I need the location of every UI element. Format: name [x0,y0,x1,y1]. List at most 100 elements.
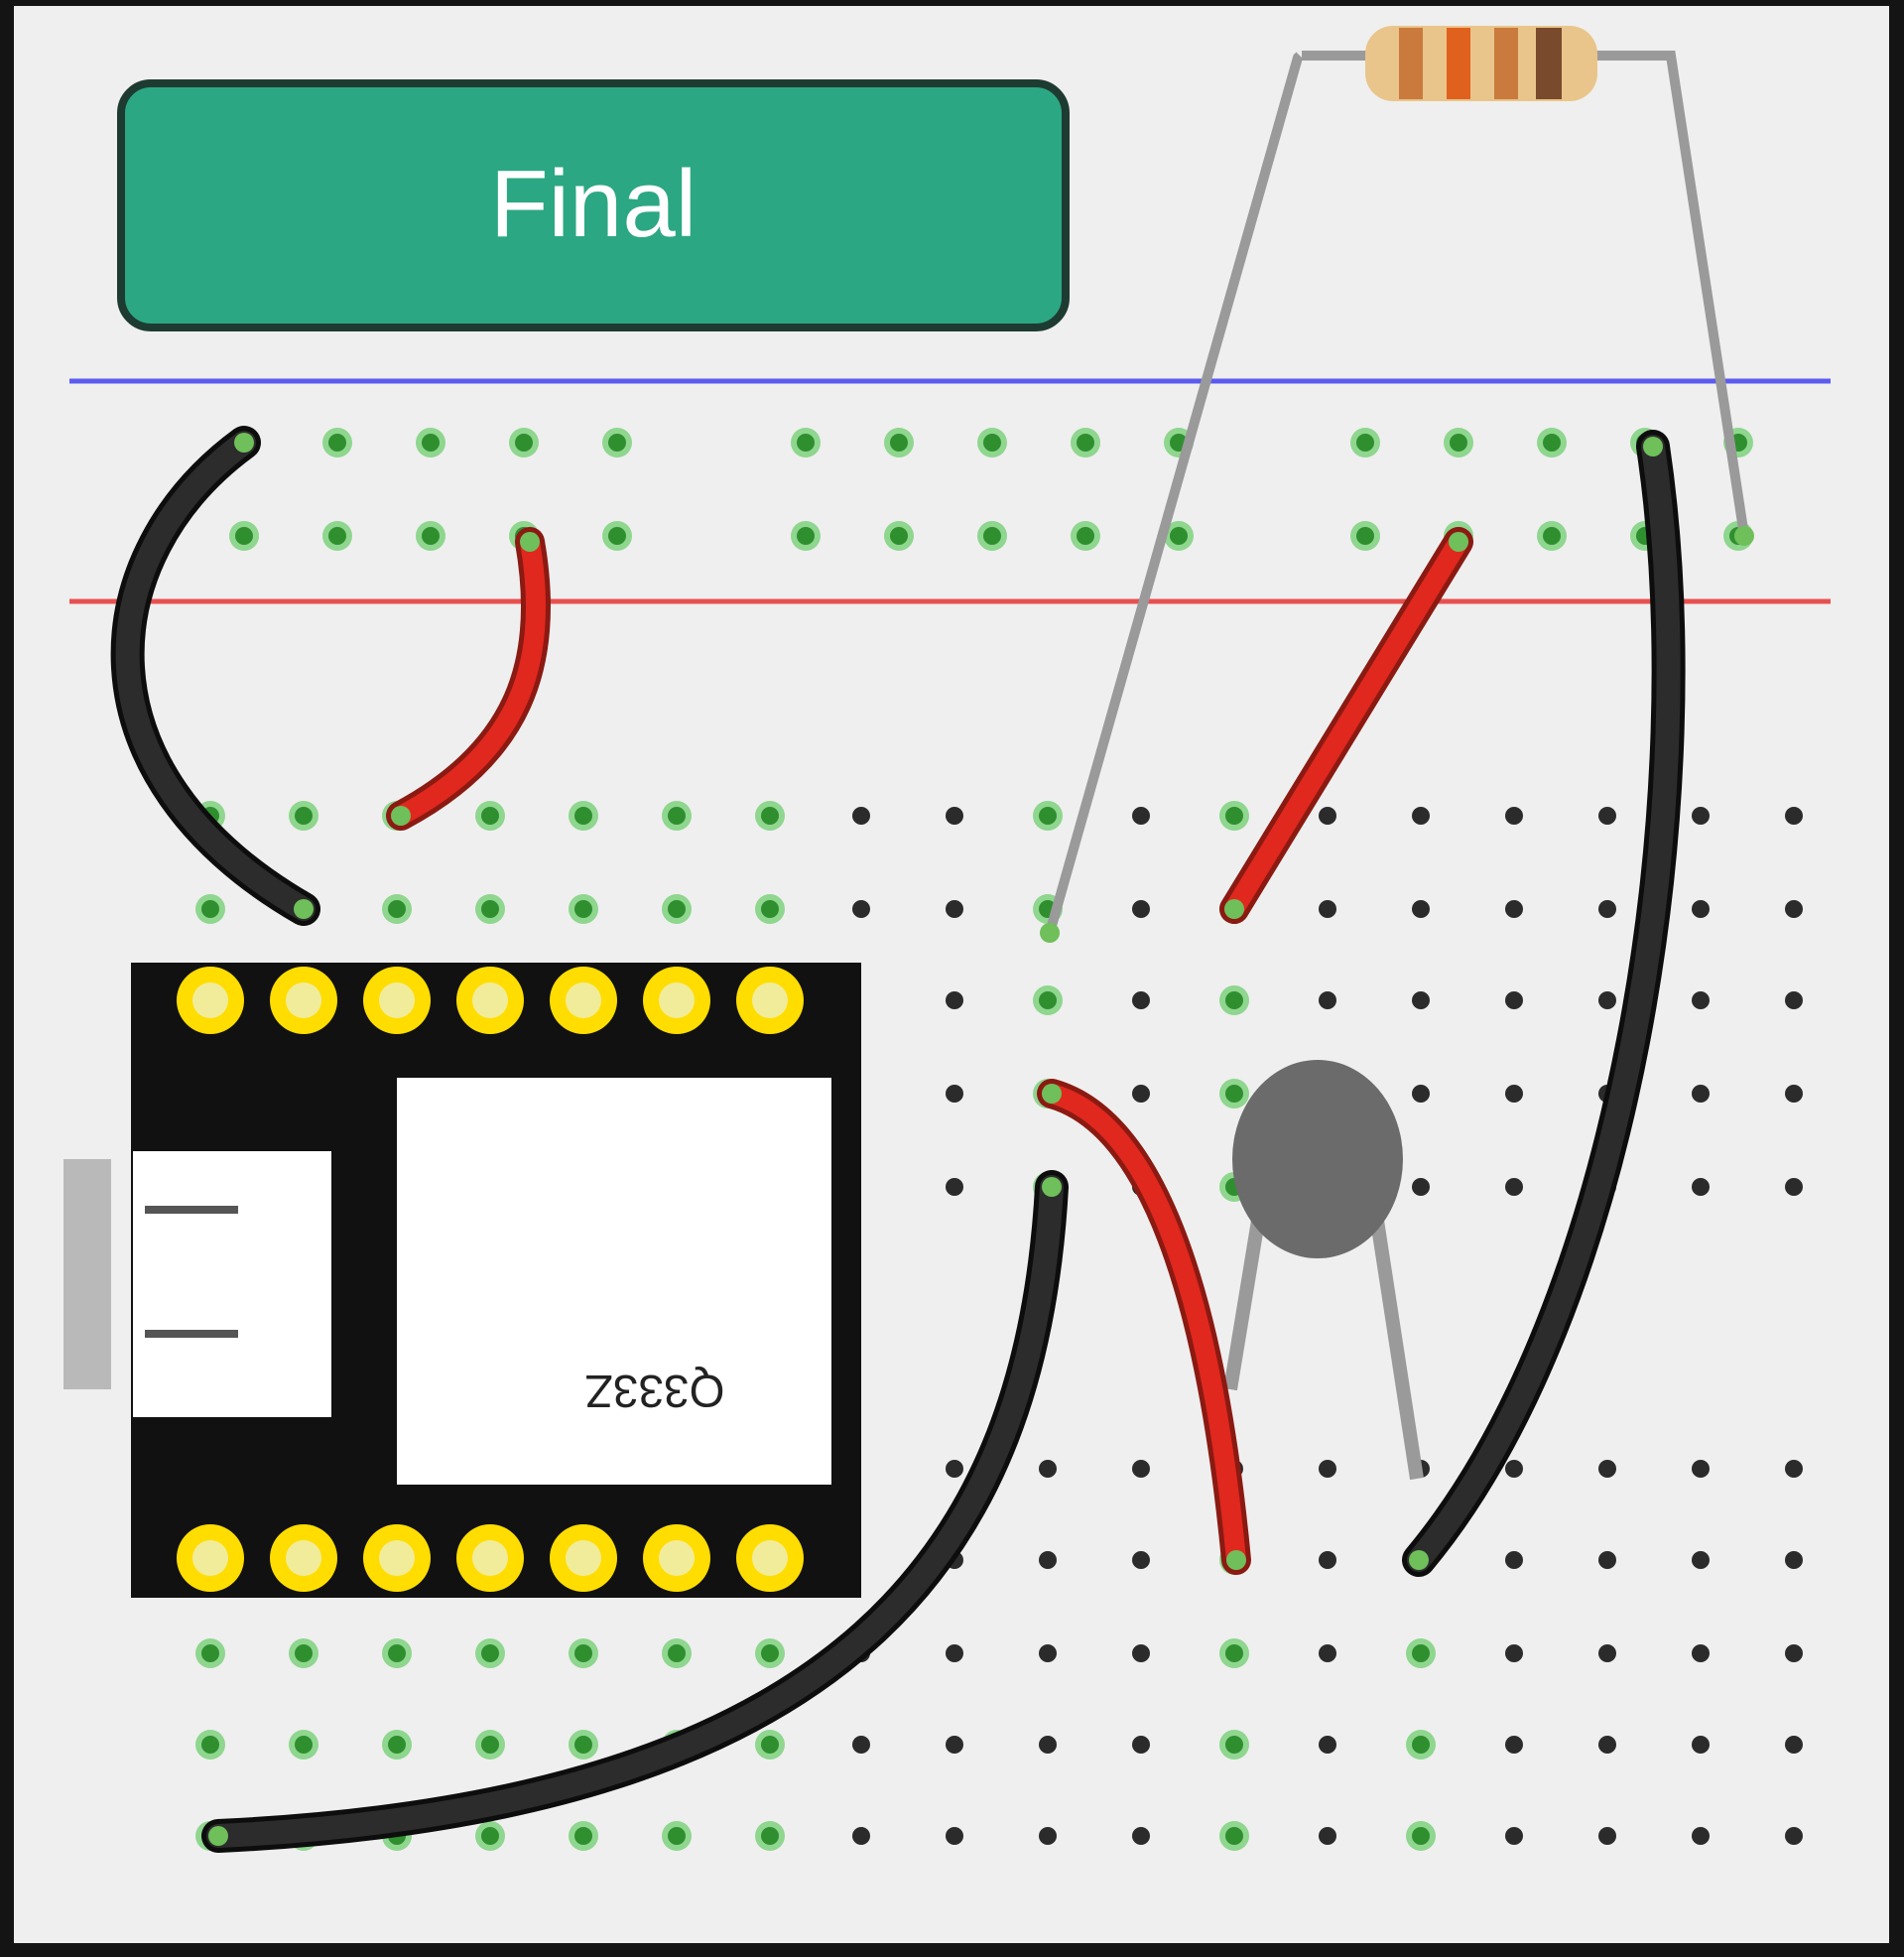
black-wire-bottom[interactable] [201,1170,1069,1853]
connected-hole [515,434,533,452]
connected-hole [1225,1644,1243,1662]
hole [1598,991,1616,1009]
connected-hole [668,900,686,918]
hole [1692,1085,1710,1103]
connected-hole [890,434,908,452]
wire-end [520,532,540,552]
chip-shield [397,1078,831,1485]
connected-hole [1543,527,1561,545]
connected-hole [295,807,313,825]
connected-hole [422,434,440,452]
wire-end [1409,1550,1429,1570]
hole [1132,1085,1150,1103]
hole [1505,1827,1523,1845]
pin-pad-center [286,982,321,1018]
wire-end [208,1826,228,1846]
hole [946,900,963,918]
connected-hole [201,1644,219,1662]
black-wire-top-left[interactable] [110,426,320,926]
connected-hole [295,1644,313,1662]
connected-hole [481,1736,499,1754]
connected-hole [890,527,908,545]
hole [1692,1460,1710,1478]
connected-hole [295,1736,313,1754]
connected-hole [388,900,406,918]
hole [852,1736,870,1754]
hole [1132,807,1150,825]
hole [946,991,963,1009]
hole [1132,1827,1150,1845]
hole [1039,1644,1057,1662]
hole [1319,807,1336,825]
hole [946,1736,963,1754]
hole [1505,1178,1523,1196]
wire-end [294,899,314,919]
pin-pad-center [379,1540,415,1576]
hole [1412,991,1430,1009]
hole [1319,1644,1336,1662]
pin-pad-center [752,1540,788,1576]
hole [1039,1551,1057,1569]
pin-pad-center [286,1540,321,1576]
connected-hole [388,1644,406,1662]
hole [1785,900,1803,918]
connected-hole [1225,991,1243,1009]
hole [1598,1736,1616,1754]
hole [1598,1460,1616,1478]
connected-hole [608,434,626,452]
hole [1692,1827,1710,1845]
hole [1692,1644,1710,1662]
connected-hole [481,807,499,825]
hole [1505,900,1523,918]
connected-hole [668,1827,686,1845]
connected-hole [761,1736,779,1754]
red-wire-middle[interactable] [1037,1079,1251,1575]
red-wire-top-left[interactable] [386,527,551,831]
hole [946,1460,963,1478]
wire-end [1643,437,1663,457]
connected-hole [1077,434,1094,452]
usb-plug [63,1159,111,1389]
hole [1598,900,1616,918]
hole [1785,1085,1803,1103]
hole [946,1644,963,1662]
connected-hole [797,434,815,452]
connected-hole [1039,991,1057,1009]
pin-pad-center [379,982,415,1018]
hole [1132,900,1150,918]
title-label: Final [490,151,697,257]
wire-end [1449,532,1468,552]
resistor-band-1 [1399,28,1423,99]
hole [1132,1551,1150,1569]
hole [1505,1085,1523,1103]
hole [1785,1460,1803,1478]
resistor-band-2 [1447,28,1470,99]
connected-hole [983,527,1001,545]
pin-pad-center [659,982,695,1018]
black-wire-right-long[interactable] [1402,430,1686,1577]
connected-hole [761,900,779,918]
hole [852,807,870,825]
wire-end [1226,1550,1246,1570]
hole [1319,1551,1336,1569]
hole [1319,1460,1336,1478]
pin-pad-center [472,982,508,1018]
wires [110,426,1686,1853]
connected-hole [574,1644,592,1662]
wire-end [1042,1084,1062,1104]
connected-hole [797,527,815,545]
hole [1785,1551,1803,1569]
hole [1132,1736,1150,1754]
hole [946,1085,963,1103]
hole [1505,991,1523,1009]
hole [1039,1827,1057,1845]
title-button[interactable]: Final [117,79,1070,331]
connected-hole [1225,807,1243,825]
thermistor-body [1232,1060,1403,1258]
microcontroller: Q333Z [63,963,861,1598]
red-wire-diagonal[interactable] [1219,527,1473,924]
pin-pad-center [192,1540,228,1576]
hole [1412,1178,1430,1196]
hole [1132,1460,1150,1478]
